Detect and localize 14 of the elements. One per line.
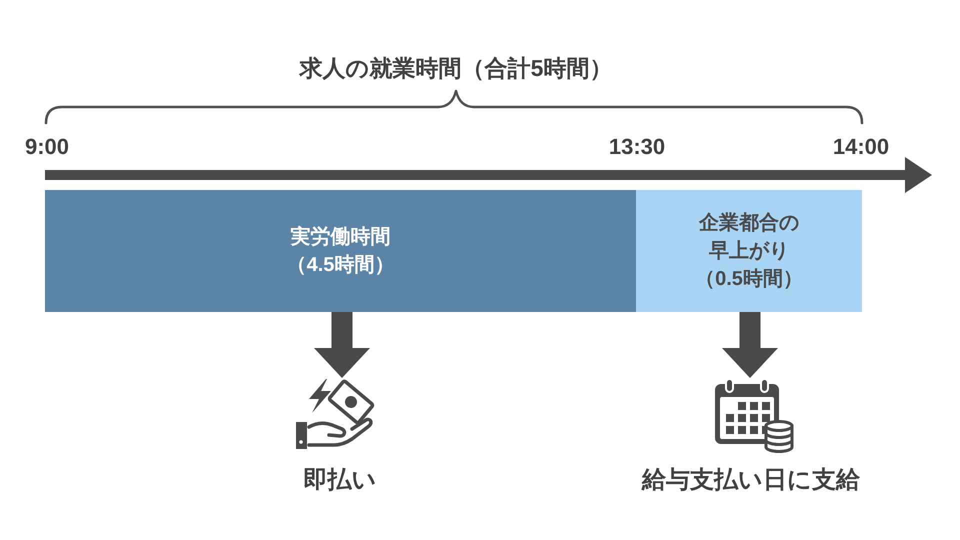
segment-label: 実労働時間（4.5時間） — [286, 224, 396, 278]
time-segment — [636, 190, 862, 312]
time-label: 13:30 — [608, 134, 666, 160]
segment-label: 企業都合の早上がり（0.5時間） — [694, 211, 804, 292]
icon-label: 給与支払い日に支給 — [642, 466, 860, 496]
time-label: 9:00 — [24, 134, 70, 160]
time-segment — [45, 190, 636, 312]
arrow — [722, 312, 778, 378]
icon-label: 即払い — [304, 466, 376, 496]
calendar-coins-icon — [713, 378, 794, 454]
span-label: 求人の就業時間（合計5時間） — [300, 55, 612, 83]
cash-hand-icon — [296, 378, 376, 450]
arrow — [314, 312, 370, 378]
time-label: 14:00 — [832, 134, 890, 160]
